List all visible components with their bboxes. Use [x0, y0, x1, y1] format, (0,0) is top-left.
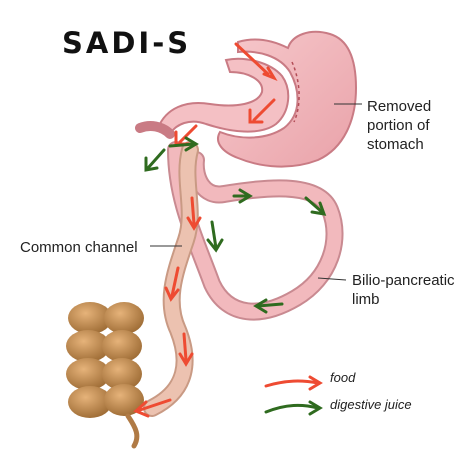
staple-line	[291, 61, 300, 123]
food-arrowhead	[178, 352, 194, 367]
colon-segment	[102, 330, 142, 362]
juice-arrowhead	[253, 298, 268, 314]
legend-juice-arrow	[264, 400, 323, 416]
juice-arrowhead	[238, 188, 253, 204]
colon-segment	[68, 302, 112, 334]
food-arrow	[138, 398, 172, 412]
label-removed-stomach: Removed portion of stomach	[367, 97, 472, 154]
legend-juice-label: digestive juice	[330, 397, 412, 412]
removed-stomach	[217, 30, 358, 168]
label-line: stomach	[367, 136, 424, 153]
label-line: portion of	[367, 117, 430, 134]
label-line: limb	[352, 291, 380, 308]
juice-arrow	[256, 302, 284, 308]
colon-segment	[102, 358, 142, 390]
sleeve-stomach	[156, 57, 290, 136]
juice-arrows	[144, 136, 327, 314]
juice-arrowhead	[184, 136, 199, 152]
colon-segment	[104, 302, 144, 334]
juice-arrowhead	[144, 156, 159, 172]
juice-arrowhead	[206, 238, 224, 253]
food-arrow	[190, 196, 196, 226]
juice-arrow	[210, 220, 218, 250]
colon-segment	[68, 386, 112, 418]
food-arrowhead	[186, 216, 202, 231]
diagram-title: SADI-S	[62, 26, 192, 60]
colon	[66, 302, 144, 449]
leader-bilio	[317, 277, 347, 281]
food-arrow	[234, 42, 270, 76]
legend-food-label: food	[330, 370, 356, 385]
label-common-channel: Common channel	[20, 239, 138, 256]
legend-food-arrow	[264, 375, 323, 391]
label-bilio-pancreatic-limb: Bilio-pancreatic limb	[352, 271, 472, 309]
colon-segment	[66, 330, 110, 362]
bilio-limb	[169, 143, 342, 319]
stomach-removed-shape	[217, 30, 358, 168]
food-arrows	[133, 42, 278, 418]
food-arrowhead	[262, 66, 278, 82]
juice-arrowhead	[310, 201, 327, 216]
food-arrow	[252, 98, 276, 122]
food-arrowhead	[164, 286, 180, 302]
food-arrow	[170, 266, 180, 298]
duodenal-stump	[135, 121, 175, 139]
food-arrow	[178, 124, 198, 144]
appendix	[125, 413, 140, 449]
juice-arrow	[146, 148, 166, 170]
juice-arrow	[168, 142, 196, 148]
label-line: Removed	[367, 98, 432, 115]
juice-arrow	[304, 196, 324, 214]
leader-lines	[150, 103, 362, 281]
colon-segment	[104, 384, 144, 416]
label-line: Bilio-pancreatic	[352, 272, 455, 289]
food-arrow	[182, 332, 188, 362]
colon-segment	[66, 358, 110, 390]
food-arrowhead	[248, 108, 264, 124]
food-arrowhead	[133, 400, 150, 418]
